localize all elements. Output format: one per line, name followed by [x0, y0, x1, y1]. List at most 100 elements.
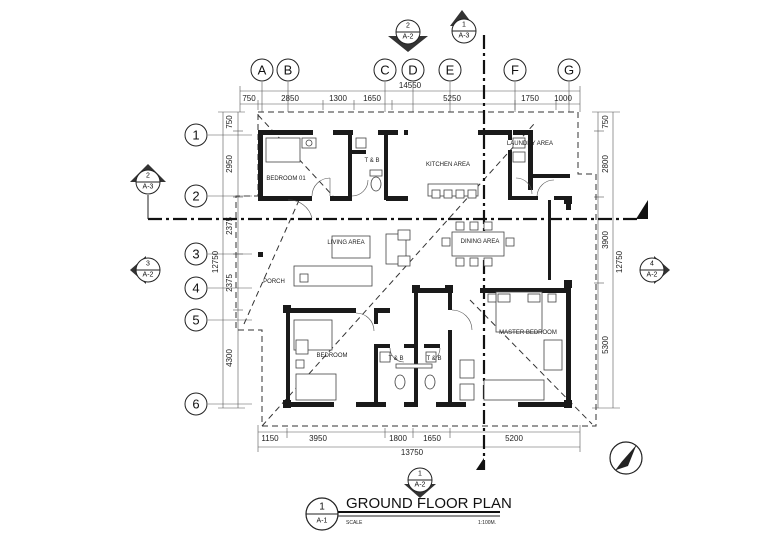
top-dimension-line: 14550 750 2850 1300 1650 5250 1750 1000: [239, 81, 581, 112]
svg-text:E: E: [446, 63, 455, 78]
grid-bubble-3: 3: [184, 242, 208, 266]
walls: [258, 130, 572, 408]
svg-text:B: B: [284, 63, 293, 78]
svg-text:A-2: A-2: [143, 272, 154, 279]
svg-text:G: G: [564, 63, 574, 78]
north-arrow-icon: [609, 441, 643, 475]
top-dim-seg: 5250: [443, 94, 461, 103]
bottom-overall-dim: 13750: [401, 448, 424, 457]
grid-bubble-5: 5: [184, 308, 208, 332]
bottom-dim-seg: 5200: [505, 434, 523, 443]
svg-text:F: F: [511, 63, 519, 78]
right-dimension-line: 750 2800 3900 5300 12750: [592, 111, 624, 409]
right-dim-seg: 3900: [601, 231, 610, 249]
room-label-tb-top: T & B: [365, 158, 380, 164]
svg-text:3: 3: [146, 261, 150, 268]
left-dim-seg: 2375: [225, 274, 234, 292]
svg-text:2: 2: [406, 23, 410, 30]
room-label-bedroom: BEDROOM: [316, 353, 347, 359]
room-label-porch: PORCH: [263, 279, 285, 285]
grid-row-bubbles: 1 2 3 4 5 6: [184, 123, 208, 416]
bottom-dim-seg: 1150: [261, 434, 279, 443]
left-dim-seg: 4300: [225, 349, 234, 367]
grid-bubble-1: 1: [184, 123, 208, 147]
room-label-bedroom-01: BEDROOM 01: [266, 176, 306, 182]
svg-text:A-2: A-2: [647, 272, 658, 279]
left-dim-seg: 2950: [225, 155, 234, 173]
grid-bubble-a: A: [250, 58, 274, 82]
top-dim-seg: 1000: [554, 94, 572, 103]
section-marker-top-left: 2 A-2: [388, 19, 428, 52]
grid-bubble-b: B: [276, 58, 300, 82]
top-dim-seg: 750: [242, 94, 256, 103]
svg-text:1: 1: [418, 471, 422, 478]
grid-bubble-f: F: [503, 58, 527, 82]
section-cut-flag-bottom: [476, 458, 484, 470]
title-sheet: A-1: [317, 518, 328, 525]
section-marker-left-lower: 3 A-2: [130, 256, 161, 284]
svg-text:1: 1: [192, 128, 199, 143]
grid-bubble-g: G: [557, 58, 581, 82]
scale-label: SCALE: [346, 520, 363, 526]
svg-text:A: A: [258, 63, 267, 78]
grid-bubble-d: D: [401, 58, 425, 82]
left-dim-seg: 750: [225, 115, 234, 129]
svg-text:A-2: A-2: [415, 482, 426, 489]
svg-text:3: 3: [192, 247, 199, 262]
room-label-tb-left: T & B: [389, 356, 404, 362]
left-overall-dim: 12750: [211, 250, 220, 273]
svg-text:6: 6: [192, 397, 199, 412]
scale-value: 1:100M.: [478, 520, 496, 526]
furniture: [265, 137, 563, 401]
svg-text:D: D: [408, 63, 417, 78]
room-label-tb-right: T & B: [427, 356, 442, 362]
bottom-dim-seg: 1800: [389, 434, 407, 443]
right-dim-seg: 2800: [601, 155, 610, 173]
room-label-dining: DINING AREA: [461, 239, 500, 245]
svg-text:A-2: A-2: [403, 34, 414, 41]
grid-bubble-6: 6: [184, 392, 208, 416]
svg-text:2: 2: [146, 173, 150, 180]
section-marker-top-right: 1 A-3: [450, 10, 477, 44]
section-cut-flag-right: [636, 200, 648, 219]
grid-lines: [208, 82, 570, 405]
top-dim-seg: 1650: [363, 94, 381, 103]
svg-text:4: 4: [650, 261, 654, 268]
grid-bubble-4: 4: [184, 276, 208, 300]
svg-text:1: 1: [462, 22, 466, 29]
left-dim-seg: 2375: [225, 217, 234, 235]
room-labels: BEDROOM 01 T & B KITCHEN AREA LAUNDRY AR…: [263, 141, 557, 362]
svg-text:A-3: A-3: [459, 33, 470, 40]
svg-text:4: 4: [192, 281, 199, 296]
svg-text:2: 2: [192, 189, 199, 204]
top-overall-dim: 14550: [399, 81, 422, 90]
title-number: 1: [319, 502, 325, 513]
grid-bubble-c: C: [373, 58, 397, 82]
section-marker-bottom: 1 A-2: [404, 467, 436, 498]
grid-bubble-e: E: [438, 58, 462, 82]
grid-bubble-2: 2: [184, 184, 208, 208]
section-marker-right: 4 A-2: [639, 256, 670, 284]
top-dim-seg: 2850: [281, 94, 299, 103]
room-label-master-bedroom: MASTER BEDROOM: [499, 330, 557, 336]
drawing-title: GROUND FLOOR PLAN: [346, 495, 512, 512]
bottom-dim-seg: 3950: [309, 434, 327, 443]
svg-text:C: C: [380, 63, 389, 78]
bottom-dim-seg: 1650: [423, 434, 441, 443]
right-dim-seg: 5300: [601, 336, 610, 354]
room-label-living: LIVING AREA: [327, 240, 364, 246]
top-dim-seg: 1300: [329, 94, 347, 103]
top-dim-seg: 1750: [521, 94, 539, 103]
grid-column-bubbles: A B C D E F G: [250, 58, 581, 82]
door-swings: [287, 177, 555, 363]
svg-text:5: 5: [192, 313, 199, 328]
right-dim-seg: 750: [601, 115, 610, 129]
room-label-laundry: LAUNDRY AREA: [507, 141, 553, 147]
room-label-kitchen: KITCHEN AREA: [426, 162, 470, 168]
svg-text:A-3: A-3: [143, 184, 154, 191]
section-marker-left-upper: 2 A-3: [130, 164, 166, 195]
left-dimension-line: 750 2950 2375 2375 4300 12750: [211, 111, 245, 409]
title-block: 1 A-1 GROUND FLOOR PLAN SCALE 1:100M.: [305, 495, 512, 531]
right-overall-dim: 12750: [615, 250, 624, 273]
